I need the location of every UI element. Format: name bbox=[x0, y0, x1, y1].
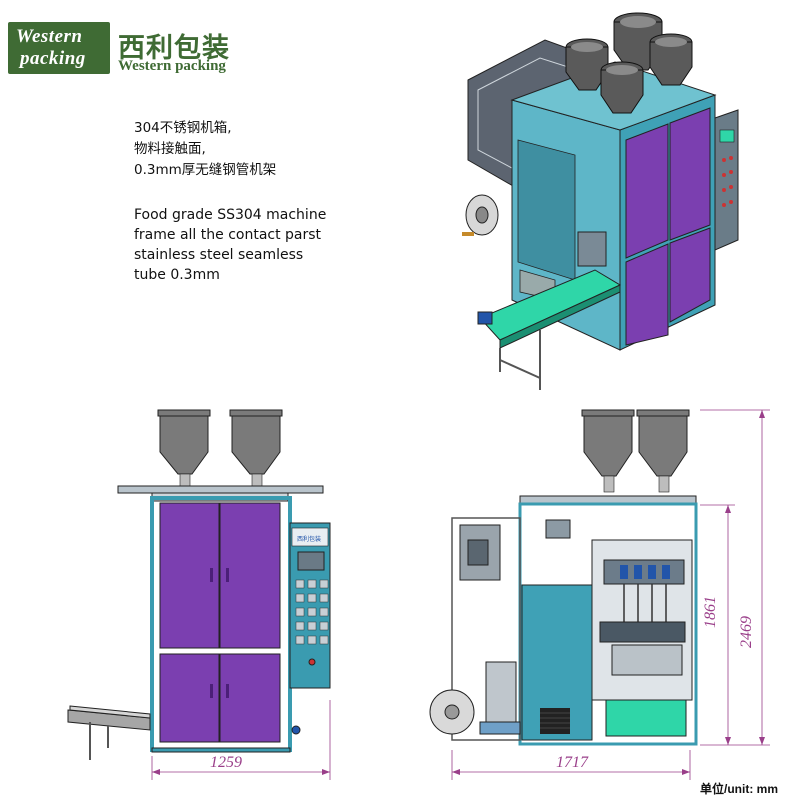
logo-line-1: Western bbox=[16, 26, 83, 47]
dimension-height-body: 1861 bbox=[702, 596, 719, 628]
company-logo: Western packing bbox=[8, 22, 110, 74]
logo-english-name: Western packing bbox=[118, 58, 226, 74]
description-en-line: tube 0.3mm bbox=[134, 267, 220, 283]
front-view-machine: 西利包装 bbox=[67, 409, 331, 780]
dimension-width-side: 1717 bbox=[556, 754, 588, 771]
description-en-line: frame all the contact parst bbox=[134, 227, 322, 243]
logo-line-2: packing bbox=[20, 48, 86, 69]
description-en-line: stainless steel seamless bbox=[134, 247, 304, 263]
description-cn-line: 304不锈钢机箱, bbox=[134, 120, 232, 136]
description-chinese: 304不锈钢机箱, 物料接触面, 0.3mm厚无缝钢管机架 bbox=[134, 118, 276, 181]
description-en-line: Food grade SS304 machine bbox=[134, 207, 327, 223]
description-english: Food grade SS304 machine frame all the c… bbox=[134, 205, 326, 285]
unit-label: 单位/unit: mm bbox=[700, 782, 778, 796]
dimension-height-total: 2469 bbox=[738, 616, 755, 648]
logo-chinese-name: 西利包装 bbox=[118, 33, 230, 64]
side-view-machine bbox=[429, 409, 770, 780]
dimension-width-front: 1259 bbox=[210, 754, 242, 771]
isometric-machine-view bbox=[462, 12, 739, 390]
description-cn-line: 0.3mm厚无缝钢管机架 bbox=[134, 162, 277, 178]
description-cn-line: 物料接触面, bbox=[134, 141, 206, 157]
panel-brand-label: 西利包装 bbox=[297, 535, 321, 543]
